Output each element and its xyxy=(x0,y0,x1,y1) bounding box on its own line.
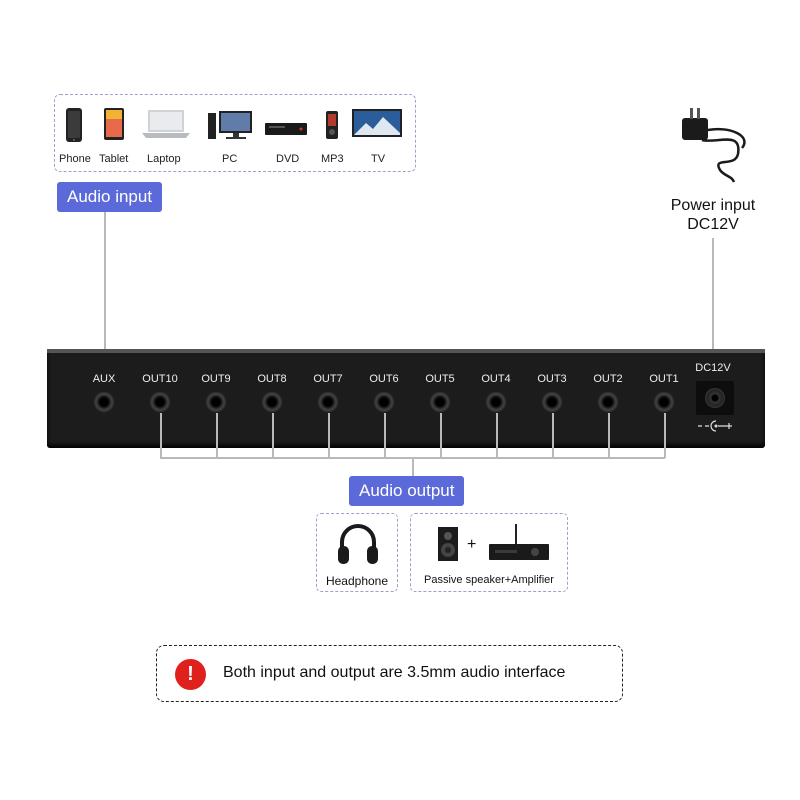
out7-label: OUT7 xyxy=(313,373,343,385)
out4-jack[interactable] xyxy=(485,391,507,413)
out1-line xyxy=(664,413,666,458)
out5-jack[interactable] xyxy=(429,391,451,413)
tv-label: TV xyxy=(371,153,386,165)
out8-line xyxy=(272,413,274,458)
headphone-icon xyxy=(336,520,380,573)
speaker-amplifier-box: + Passive speaker+Amplifier xyxy=(410,513,568,592)
tv-icon xyxy=(351,107,403,141)
out7-line xyxy=(328,413,330,458)
out10-jack[interactable] xyxy=(149,391,171,413)
laptop-icon xyxy=(139,107,193,141)
out6-line xyxy=(384,413,386,458)
pc-label: PC xyxy=(222,153,238,165)
out4-line xyxy=(496,413,498,458)
input-connector-line xyxy=(104,212,106,380)
mp3-label: MP3 xyxy=(321,153,344,165)
audio-input-tag: Audio input xyxy=(57,182,163,212)
dvd-icon xyxy=(262,107,310,141)
out6-label: OUT6 xyxy=(369,373,399,385)
pc-icon xyxy=(205,107,255,141)
power-adapter-icon xyxy=(672,96,760,189)
out1-jack[interactable] xyxy=(653,391,675,413)
out10-label: OUT10 xyxy=(142,373,178,385)
interface-note: ! Both input and output are 3.5mm audio … xyxy=(156,645,623,702)
mp3-icon xyxy=(321,107,343,141)
out5-label: OUT5 xyxy=(425,373,455,385)
out3-label: OUT3 xyxy=(537,373,567,385)
panel-top-edge xyxy=(47,349,765,353)
plus-sign: + xyxy=(467,536,477,553)
dvd-label: DVD xyxy=(276,153,300,165)
out3-jack[interactable] xyxy=(541,391,563,413)
input-devices-box: Phone Tablet Laptop PC DVD MP3 TV xyxy=(54,94,416,172)
out9-line xyxy=(216,413,218,458)
headphone-label: Headphone xyxy=(325,574,389,588)
out5-line xyxy=(440,413,442,458)
power-input-voltage: DC12V xyxy=(687,216,739,233)
speaker-icon xyxy=(437,526,459,567)
dc-power-jack[interactable] xyxy=(696,381,734,415)
out2-label: OUT2 xyxy=(593,373,623,385)
output-stem-line xyxy=(412,457,414,477)
out8-jack[interactable] xyxy=(261,391,283,413)
phone-icon xyxy=(61,107,87,143)
out7-jack[interactable] xyxy=(317,391,339,413)
laptop-label: Laptop xyxy=(147,153,181,165)
out1-label: OUT1 xyxy=(649,373,679,385)
out2-line xyxy=(608,413,610,458)
out8-label: OUT8 xyxy=(257,373,287,385)
audio-output-tag: Audio output xyxy=(349,476,465,506)
headphone-box: Headphone xyxy=(316,513,398,592)
speaker-amplifier-label: Passive speaker+Amplifier xyxy=(424,574,554,586)
dc-polarity-icon xyxy=(696,418,734,439)
out4-label: OUT4 xyxy=(481,373,511,385)
aux-label: AUX xyxy=(92,373,116,385)
tablet-label: Tablet xyxy=(99,153,129,165)
out2-jack[interactable] xyxy=(597,391,619,413)
amplifier-icon xyxy=(487,524,551,569)
out9-label: OUT9 xyxy=(201,373,231,385)
out9-jack[interactable] xyxy=(205,391,227,413)
power-input-title: Power input xyxy=(670,197,756,214)
aux-jack[interactable] xyxy=(93,391,115,413)
tablet-icon xyxy=(101,107,127,141)
power-connector-line xyxy=(712,238,714,378)
interface-note-text: Both input and output are 3.5mm audio in… xyxy=(223,664,566,681)
phone-label: Phone xyxy=(59,153,91,165)
out10-line xyxy=(160,413,162,458)
warning-icon: ! xyxy=(175,659,206,690)
out6-jack[interactable] xyxy=(373,391,395,413)
power-input-label: Power input DC12V xyxy=(655,196,771,234)
out3-line xyxy=(552,413,554,458)
dc12v-label: DC12V xyxy=(695,362,731,374)
